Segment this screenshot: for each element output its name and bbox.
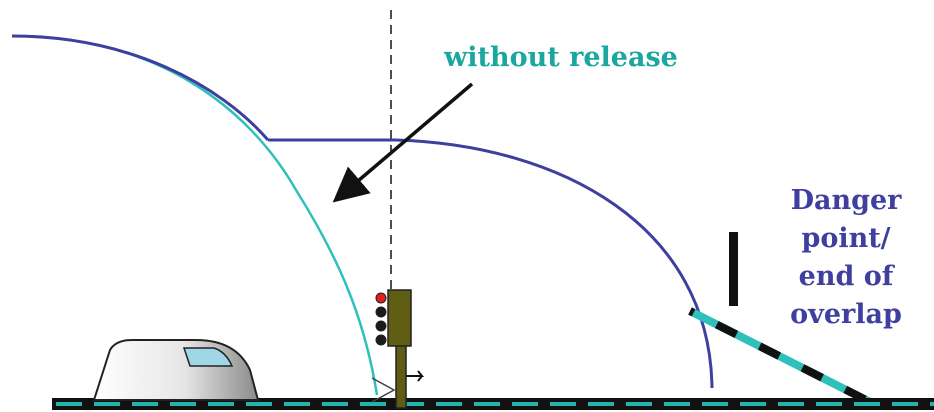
danger-point-label-line: point/: [801, 223, 891, 254]
overlap-ramp-dashes: [688, 307, 878, 409]
signal-direction-arrow: [404, 370, 425, 382]
danger-point-label: Danger point/ end of overlap: [762, 182, 930, 334]
danger-point-marker: [729, 232, 738, 306]
braking-curve-left: [11, 34, 270, 141]
danger-point-label-line: Danger: [790, 185, 902, 216]
danger-point-label-line: overlap: [790, 299, 902, 330]
braking-curve-overlap: [395, 138, 714, 389]
without-release-label: without release: [444, 42, 678, 73]
arrow-icon: [332, 82, 474, 203]
danger-point-label-line: end of: [798, 261, 894, 292]
train-position-arrow: [371, 377, 396, 403]
train-icon: [92, 339, 260, 401]
signal-icon: [375, 289, 412, 409]
